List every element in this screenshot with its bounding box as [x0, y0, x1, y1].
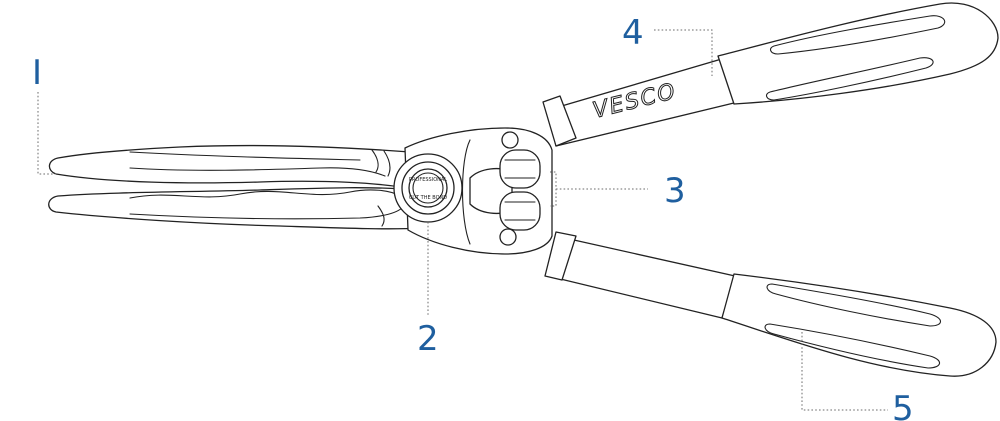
lower-blade: [48, 187, 421, 230]
leader-1: [37, 92, 56, 175]
callout-1: I: [32, 53, 42, 93]
blades: [48, 144, 421, 230]
bumper-upper-lines: [504, 159, 536, 179]
lower-grip-inset-2: [764, 323, 941, 369]
joint-plate-inner-curve: [462, 139, 471, 245]
pivot-bolt-icon: [408, 168, 448, 208]
bumper-lower: [499, 191, 541, 231]
callout-3: 3: [664, 171, 686, 211]
upper-handle-ferrule: [542, 95, 577, 147]
lower-handle: [544, 231, 997, 377]
upper-handle: VESCO: [542, 2, 999, 147]
lower-blade-edge-detail: [377, 205, 385, 227]
lower-blade-wavy-edge: [129, 189, 401, 199]
lower-grip: [721, 273, 997, 377]
callout-4: 4: [622, 13, 644, 53]
rivet-bottom: [499, 228, 517, 246]
lower-handle-ferrule: [544, 231, 577, 281]
callout-5: 5: [892, 389, 914, 421]
pivot-assembly: PROFESSIONAL CUT THE BOND: [393, 127, 553, 255]
upper-blade-edge-detail: [371, 149, 391, 177]
upper-grip: [717, 2, 999, 105]
callouts: I 2 3 4 5: [32, 13, 914, 421]
upper-blade: [48, 144, 419, 191]
pivot-bolt-inner: [412, 172, 444, 204]
upper-blade-inner-line: [129, 167, 386, 177]
leader-lines: [37, 29, 888, 411]
leader-4: [654, 29, 713, 76]
upper-blade-groove: [129, 151, 361, 161]
pivot-text-bottom: CUT THE BOND: [409, 195, 447, 201]
callout-2: 2: [417, 319, 439, 359]
lower-blade-groove: [129, 207, 403, 220]
rivet-top: [501, 131, 519, 149]
upper-grip-inset-2: [765, 57, 934, 101]
bumper-lower-lines: [504, 201, 536, 221]
leader-3: [550, 171, 648, 207]
upper-grip-inset-1: [769, 15, 946, 55]
lower-grip-inset-1: [766, 283, 942, 327]
pivot-text-top: PROFESSIONAL: [409, 177, 447, 183]
bumper-upper: [499, 149, 541, 189]
lower-handle-shaft: [547, 235, 736, 319]
